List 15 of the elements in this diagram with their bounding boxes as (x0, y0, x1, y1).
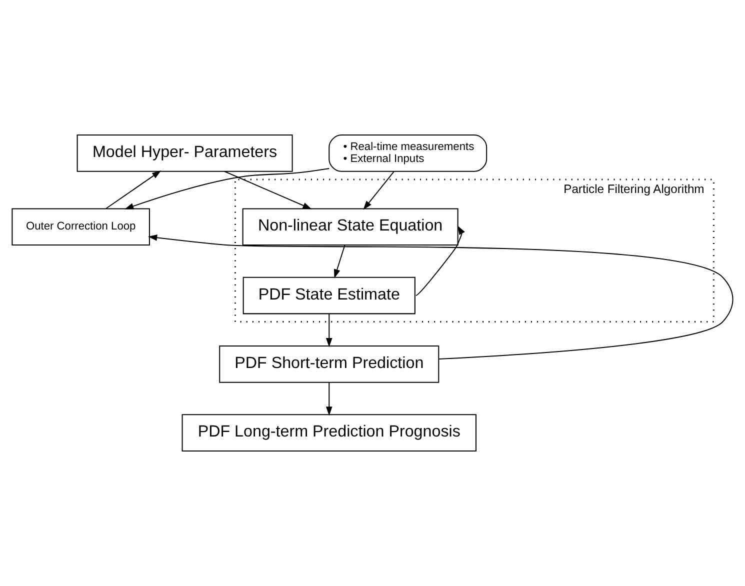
node-box: Model Hyper- Parameters (76, 134, 293, 172)
arrow (326, 314, 332, 348)
arrow (148, 234, 734, 360)
node-box: • Real-time measurements • External Inputs (328, 134, 488, 172)
node-box: PDF Long-term Prediction Prognosis (182, 414, 476, 452)
arrow (124, 168, 330, 210)
node-box: Non-linear State Equation (242, 208, 458, 246)
arrow (326, 382, 332, 416)
arrow (106, 170, 162, 210)
node-box: PDF Short-term Prediction (219, 345, 440, 383)
arrow (416, 226, 465, 296)
node-box: PDF State Estimate (242, 276, 416, 314)
arrow (334, 245, 346, 278)
node-box: Outer Correction Loop (12, 208, 150, 246)
arrow (224, 170, 312, 210)
